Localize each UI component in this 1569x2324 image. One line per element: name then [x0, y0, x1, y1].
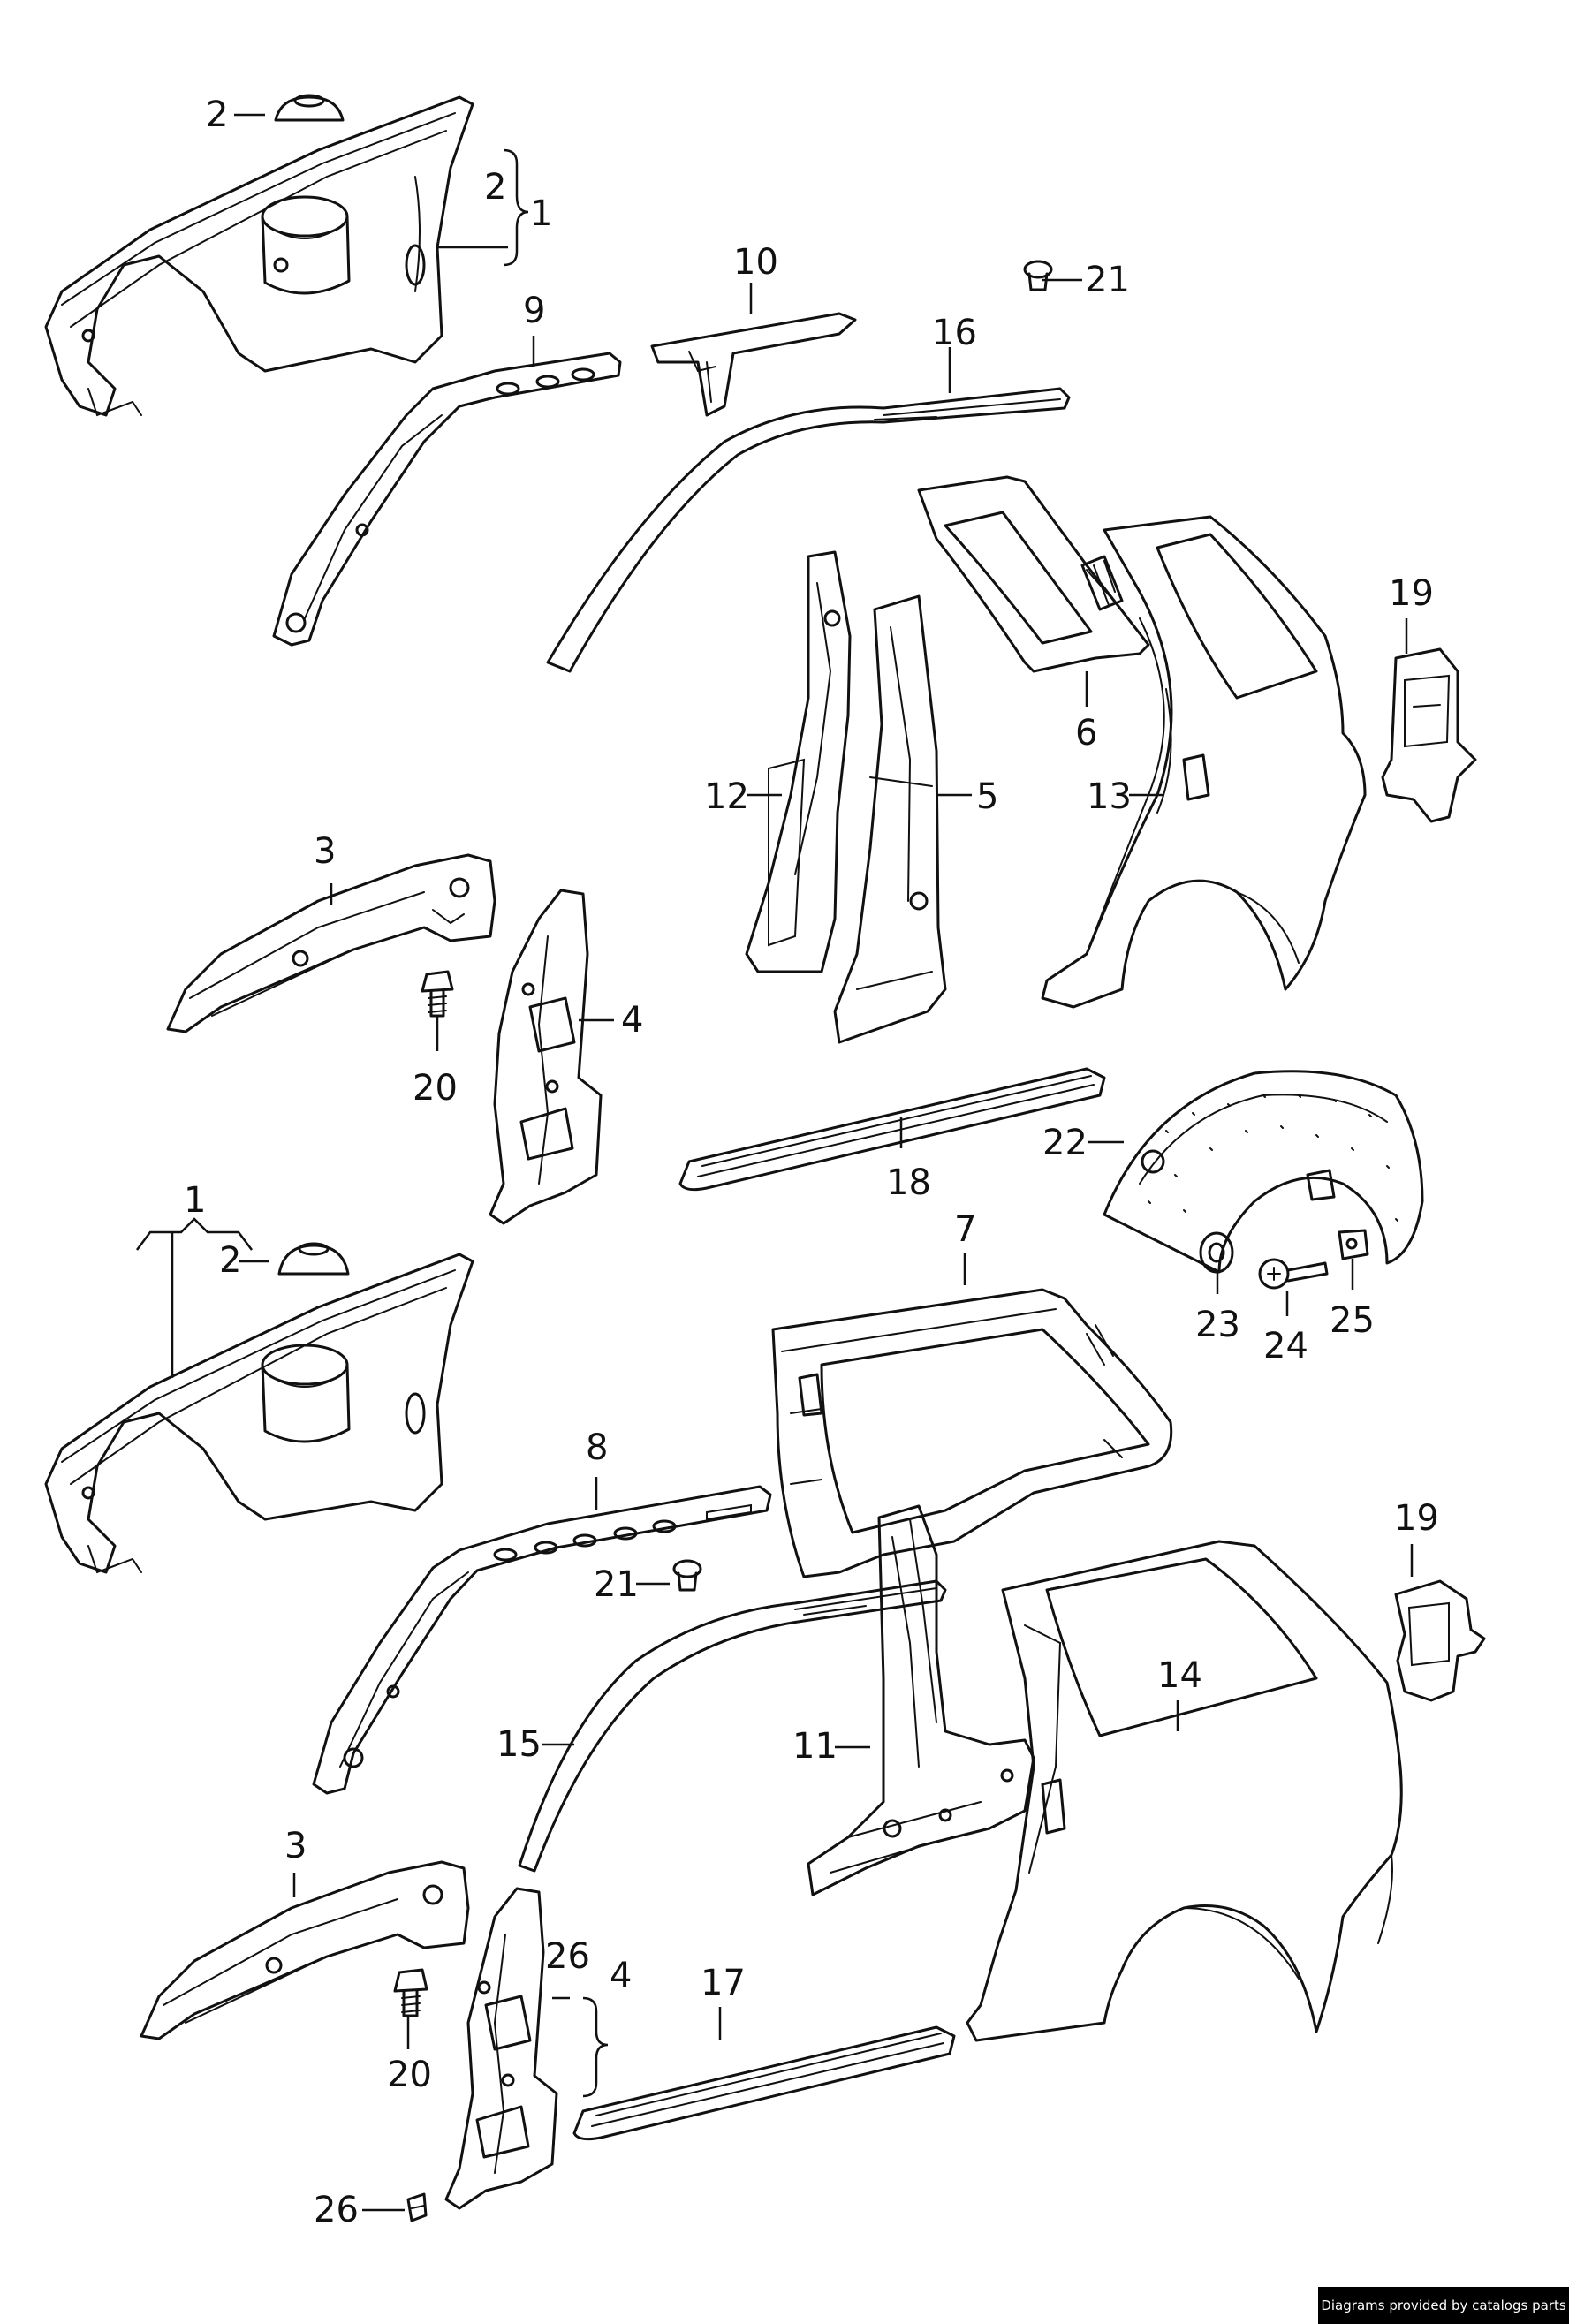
part-13-rear-side-panel — [1041, 515, 1367, 1009]
part-1-apron-bottom — [44, 1253, 474, 1574]
callout-19-bottom: 19 — [1394, 1498, 1439, 1539]
callout-19-top: 19 — [1389, 573, 1434, 614]
part-2-cap-top — [274, 94, 345, 122]
part-18-sill-panel — [678, 1067, 1106, 1192]
callout-26-bracket: 26 — [545, 1936, 590, 1977]
part-2-cap-bottom — [277, 1242, 350, 1276]
part-14-side-panel — [966, 1540, 1403, 2042]
callout-1-top: 1 — [530, 193, 552, 234]
leader-lines — [136, 113, 1414, 2212]
part-23-grommet — [1199, 1231, 1234, 1274]
part-10-roof-bracket — [650, 312, 857, 417]
callout-2-bottom: 2 — [219, 1240, 241, 1281]
callout-3-bottom: 3 — [284, 1826, 307, 1866]
callout-4-mid: 4 — [621, 1000, 643, 1041]
callout-9: 9 — [523, 291, 545, 331]
part-4-a-pillar-lower-bottom — [444, 1887, 558, 2210]
callout-3-mid: 3 — [314, 831, 336, 872]
part-5-b-pillar-outer — [833, 594, 947, 1044]
callout-labels: 2 2 1 10 21 9 16 19 12 5 6 13 3 4 20 1 2… — [184, 95, 1439, 2230]
part-15-roof-rail — [518, 1579, 947, 1873]
callout-5: 5 — [976, 776, 998, 817]
callout-13: 13 — [1087, 776, 1132, 817]
part-1-apron-top — [44, 95, 474, 417]
part-3-side-member-mid — [166, 853, 496, 1033]
callout-25: 25 — [1330, 1300, 1375, 1341]
part-6-quarter-window-frame — [917, 475, 1150, 673]
part-22-wheelhouse-liner — [1103, 1070, 1424, 1274]
part-3-side-member-bottom — [140, 1860, 470, 2040]
part-21-clip-bottom — [672, 1559, 702, 1592]
part-20-bolt-mid — [421, 970, 454, 1018]
part-16-roof-rail — [546, 387, 1071, 673]
part-19-rear-bracket-top — [1381, 647, 1477, 823]
callout-18: 18 — [886, 1162, 931, 1203]
callout-10: 10 — [733, 242, 778, 283]
part-11-b-pillar — [807, 1504, 1035, 1896]
part-4-a-pillar-lower-mid — [489, 889, 603, 1225]
callout-15: 15 — [496, 1724, 542, 1765]
callout-24: 24 — [1263, 1326, 1308, 1366]
callout-6: 6 — [1075, 713, 1097, 753]
part-17-sill-panel — [572, 2025, 956, 2141]
callout-11: 11 — [792, 1726, 838, 1767]
part-26-clip — [406, 2192, 428, 2222]
callout-17: 17 — [701, 1963, 746, 2003]
callout-23: 23 — [1195, 1305, 1240, 1345]
callout-8: 8 — [586, 1427, 608, 1468]
callout-22: 22 — [1042, 1123, 1088, 1163]
part-19-rear-bracket-bottom — [1394, 1579, 1486, 1702]
callout-16: 16 — [932, 313, 977, 353]
part-12-b-pillar-inner — [745, 550, 852, 973]
part-24-screw — [1258, 1258, 1329, 1290]
part-8-a-pillar-bottom — [312, 1485, 772, 1795]
callout-12: 12 — [704, 776, 749, 817]
callout-21-top: 21 — [1085, 260, 1130, 300]
part-20-bolt-bottom — [393, 1968, 428, 2017]
callout-26-bottom: 26 — [314, 2190, 359, 2230]
part-9-a-pillar-top — [272, 352, 622, 647]
callout-20-bottom: 20 — [387, 2055, 432, 2095]
part-7-door-frame — [771, 1288, 1173, 1578]
part-21-clip-top — [1023, 260, 1053, 291]
credit-badge: Diagrams provided by catalogs parts — [1318, 2287, 1569, 2324]
callout-7: 7 — [954, 1209, 976, 1250]
callout-20-mid: 20 — [413, 1068, 458, 1109]
callout-4-bottom: 4 — [610, 1956, 632, 1996]
callout-1-bottom: 1 — [184, 1180, 206, 1221]
part-25-nut-clip — [1338, 1229, 1369, 1260]
callout-14: 14 — [1157, 1655, 1202, 1696]
callout-2-top: 2 — [206, 95, 228, 135]
callout-2-bracket-top: 2 — [484, 167, 506, 208]
callout-21-bottom: 21 — [594, 1564, 639, 1605]
